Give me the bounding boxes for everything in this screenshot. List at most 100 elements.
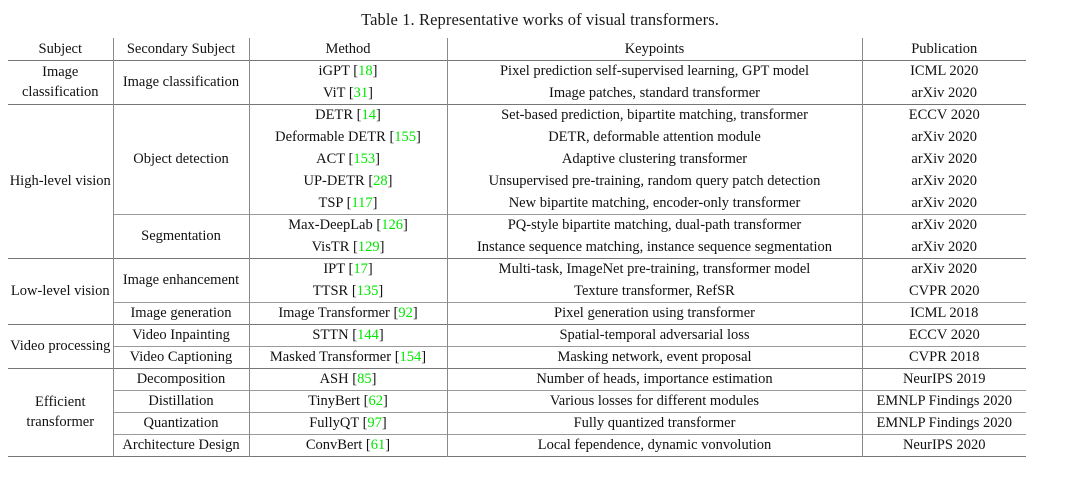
citation-ref[interactable]: 154: [399, 349, 422, 365]
cell-secondary-subject: Segmentation: [112, 213, 249, 258]
bracket-close: ]: [368, 84, 374, 101]
cell-keypoints: Adaptive clustering transformer: [446, 148, 862, 170]
cell-publication: NeurIPS 2020: [861, 433, 1026, 456]
citation-ref[interactable]: 144: [357, 327, 379, 343]
cell-keypoints: Spatial-temporal adversarial loss: [446, 323, 862, 346]
citation-ref[interactable]: 28: [373, 173, 388, 189]
bracket-close: ]: [412, 305, 418, 321]
bracket-close: ]: [378, 282, 384, 299]
bracket-close: ]: [372, 63, 378, 80]
cell-publication: EMNLP Findings 2020: [861, 411, 1026, 434]
citation-ref[interactable]: 14: [361, 107, 376, 124]
method-name: ConvBert: [305, 437, 363, 453]
cell-keypoints: Fully quantized transformer: [446, 411, 862, 434]
bracket-close: ]: [367, 261, 373, 278]
column-header-method: Method: [248, 38, 447, 60]
bracket-close: ]: [378, 327, 384, 343]
citation-ref[interactable]: 31: [353, 84, 369, 101]
cell-method: ConvBert [61]: [248, 433, 447, 456]
bracket-close: ]: [371, 371, 377, 387]
cell-publication: ICML 2020: [861, 59, 1026, 82]
citation-ref[interactable]: 92: [398, 305, 413, 321]
citation-ref[interactable]: 85: [357, 371, 372, 387]
table-row: TSP [117]New bipartite matching, encoder…: [8, 192, 1026, 214]
method-name: VisTR: [311, 238, 350, 255]
bracket-open: [: [345, 84, 354, 101]
cell-method: iGPT [18]: [248, 59, 447, 82]
cell-publication: arXiv 2020: [861, 126, 1026, 148]
cell-keypoints: Image patches, standard transformer: [446, 82, 862, 104]
method-name: STTN: [312, 327, 349, 343]
bracket-close: ]: [402, 217, 408, 234]
table-row: ACT [153]Adaptive clustering transformer…: [8, 148, 1026, 170]
table-caption: Table 1. Representative works of visual …: [361, 10, 719, 29]
cell-publication: arXiv 2020: [861, 148, 1026, 170]
citation-ref[interactable]: 155: [394, 129, 417, 145]
citation-ref[interactable]: 135: [356, 282, 379, 299]
method-name: Deformable DETR: [275, 129, 386, 145]
method-name: IPT: [323, 261, 345, 278]
citation-ref[interactable]: 129: [357, 238, 380, 255]
bracket-close: ]: [381, 415, 387, 431]
bracket-open: [: [344, 151, 354, 167]
bracket-close: ]: [416, 129, 421, 145]
cell-keypoints: Various losses for different modules: [446, 389, 862, 412]
bottom-rule-cell: [8, 455, 113, 457]
cell-method: Image Transformer [92]: [248, 301, 447, 324]
bracket-close: ]: [375, 151, 380, 167]
cell-method: UP-DETR [28]: [248, 170, 447, 192]
citation-ref[interactable]: 126: [381, 217, 403, 234]
bracket-open: [: [349, 63, 359, 80]
cell-method: TTSR [135]: [248, 280, 447, 302]
column-header-publication: Publication: [861, 38, 1026, 60]
citation-ref[interactable]: 18: [358, 63, 373, 80]
citation-ref[interactable]: 62: [368, 393, 383, 409]
cell-publication: arXiv 2020: [861, 236, 1026, 258]
citation-ref[interactable]: 17: [353, 261, 368, 278]
cell-keypoints: DETR, deformable attention module: [446, 126, 862, 148]
bottom-rule-cell: [249, 455, 447, 457]
cell-keypoints: Multi-task, ImageNet pre-training, trans…: [446, 257, 862, 280]
cell-keypoints: Local fependence, dynamic vonvolution: [446, 433, 862, 456]
cell-publication: ECCV 2020: [861, 103, 1026, 126]
bracket-open: [: [362, 437, 371, 453]
cell-publication: arXiv 2020: [861, 82, 1026, 104]
cell-publication: CVPR 2020: [861, 280, 1026, 302]
bottom-rule-cell: [862, 455, 1026, 457]
method-name: Masked Transformer: [269, 349, 392, 365]
citation-ref[interactable]: 117: [351, 194, 373, 211]
bracket-open: [: [391, 349, 400, 365]
cell-keypoints: Masking network, event proposal: [446, 345, 862, 368]
cell-method: VisTR [129]: [248, 236, 447, 258]
bottom-rule-cell: [447, 455, 862, 457]
cell-keypoints: Number of heads, importance estimation: [446, 367, 862, 390]
method-name: ACT: [316, 151, 345, 167]
cell-secondary-subject: Object detection: [112, 103, 249, 214]
cell-method: Masked Transformer [154]: [248, 345, 447, 368]
method-name: Max-DeepLab: [288, 217, 373, 234]
citation-ref[interactable]: 97: [367, 415, 382, 431]
bracket-close: ]: [382, 393, 388, 409]
representative-works-table: Subject Secondary Subject Method Keypoin…: [8, 38, 1026, 457]
cell-keypoints: Pixel generation using transformer: [446, 301, 862, 324]
cell-method: ACT [153]: [248, 148, 447, 170]
cell-secondary-subject: Image generation: [112, 301, 249, 324]
citation-ref[interactable]: 61: [370, 437, 386, 453]
citation-ref[interactable]: 153: [353, 151, 376, 167]
bracket-open: [: [348, 327, 358, 343]
cell-secondary-subject: Quantization: [112, 411, 249, 434]
cell-subject: Video processing: [8, 323, 113, 368]
method-name: FullyQT: [309, 415, 359, 431]
cell-keypoints: Set-based prediction, bipartite matching…: [446, 103, 862, 126]
method-name: Image Transformer: [278, 305, 390, 321]
bottom-rule-cell: [113, 455, 249, 457]
cell-method: STTN [144]: [248, 323, 447, 346]
